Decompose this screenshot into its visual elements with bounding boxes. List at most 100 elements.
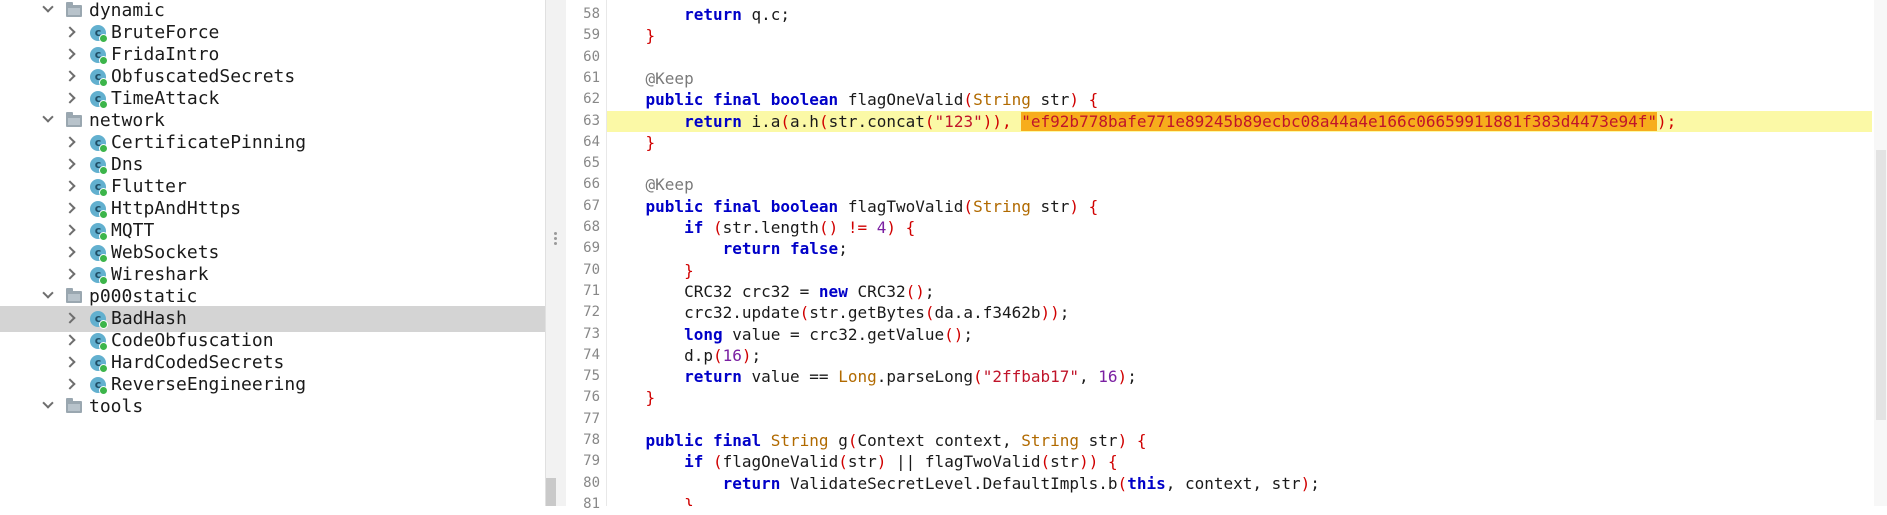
chevron-right-icon[interactable] <box>64 48 76 60</box>
code-line[interactable]: d.p(16); <box>607 345 1872 366</box>
chevron-right-icon[interactable] <box>64 180 76 192</box>
code-line[interactable]: return i.a(a.h(str.concat("123")), "ef92… <box>607 111 1872 132</box>
tree-item-network[interactable]: network <box>0 108 545 134</box>
chevron-down-icon[interactable] <box>42 111 54 123</box>
code-line[interactable]: } <box>607 132 1872 153</box>
code-line[interactable]: } <box>607 387 1872 408</box>
line-number: 70 <box>583 262 600 278</box>
code-line[interactable]: public final String g(Context context, S… <box>607 430 1872 451</box>
code-line[interactable]: } <box>607 494 1872 506</box>
chevron-right-icon[interactable] <box>64 224 76 236</box>
tree-item-tools[interactable]: tools <box>0 394 545 420</box>
code-line[interactable]: @Keep <box>607 68 1872 89</box>
divider-grip-icon[interactable] <box>554 232 557 235</box>
code-token <box>607 325 684 344</box>
code-token: return <box>722 474 781 493</box>
class-icon: c <box>90 157 108 175</box>
chevron-right-icon[interactable] <box>64 268 76 280</box>
line-number: 72 <box>583 304 600 320</box>
chevron-right-icon[interactable] <box>64 136 76 148</box>
chevron-right-icon[interactable] <box>64 378 76 390</box>
chevron-down-icon[interactable] <box>42 287 54 299</box>
editor-scrollbar[interactable] <box>1874 0 1887 506</box>
chevron-right-icon[interactable] <box>64 312 76 324</box>
tree-item-p000static[interactable]: p000static <box>0 284 545 310</box>
tree-scrollbar-thumb[interactable] <box>546 478 556 506</box>
code-token <box>703 218 713 237</box>
chevron-down-icon[interactable] <box>42 1 54 13</box>
code-token: ( <box>1117 474 1128 493</box>
access-dot-icon <box>99 232 108 241</box>
code-editor[interactable]: return q.c; } @Keep public final boolean… <box>607 0 1872 506</box>
chevron-right-icon[interactable] <box>64 158 76 170</box>
code-line[interactable]: public final boolean flagOneValid(String… <box>607 89 1872 110</box>
code-line[interactable]: public final boolean flagTwoValid(String… <box>607 196 1872 217</box>
code-line[interactable]: long value = crc32.getValue(); <box>607 324 1872 345</box>
chevron-right-icon[interactable] <box>64 246 76 258</box>
chevron-right-icon[interactable] <box>64 334 76 346</box>
code-token: ( <box>1040 452 1051 471</box>
line-number: 58 <box>583 6 600 22</box>
code-token <box>607 452 684 471</box>
tree-item-label: FridaIntro <box>111 44 220 65</box>
class-icon: c <box>90 201 108 219</box>
code-line[interactable]: return false; <box>607 238 1872 259</box>
code-line[interactable] <box>607 47 1872 68</box>
code-token: ; <box>963 325 974 344</box>
code-line[interactable]: crc32.update(str.getBytes(da.a.f3462b)); <box>607 302 1872 323</box>
code-token: () <box>944 325 964 344</box>
code-token: { <box>1107 452 1118 471</box>
code-token: ) <box>1117 367 1128 386</box>
code-line[interactable]: return ValidateSecretLevel.DefaultImpls.… <box>607 473 1872 494</box>
chevron-right-icon[interactable] <box>64 70 76 82</box>
class-icon: c <box>90 25 108 43</box>
code-token: str <box>1030 197 1070 216</box>
code-line[interactable]: CRC32 crc32 = new CRC32(); <box>607 281 1872 302</box>
code-line[interactable] <box>607 409 1872 430</box>
chevron-right-icon[interactable] <box>64 26 76 38</box>
code-token: g <box>828 431 848 450</box>
pane-divider[interactable] <box>545 0 566 506</box>
code-token: new <box>818 282 848 301</box>
code-line[interactable]: } <box>607 25 1872 46</box>
tree-item-label: p000static <box>89 286 198 307</box>
tree-item-dynamic[interactable]: dynamic <box>0 0 545 24</box>
code-line[interactable]: if (str.length() != 4) { <box>607 217 1872 238</box>
code-token <box>761 431 771 450</box>
code-line[interactable]: return value == Long.parseLong("2ffbab17… <box>607 366 1872 387</box>
editor-scrollbar-thumb[interactable] <box>1876 150 1886 420</box>
chevron-right-icon[interactable] <box>64 356 76 368</box>
code-line[interactable]: @Keep <box>607 174 1872 195</box>
tree-item-label: CodeObfuscation <box>111 330 274 351</box>
line-number: 65 <box>583 155 600 171</box>
chevron-right-icon[interactable] <box>64 202 76 214</box>
code-line[interactable]: if (flagOneValid(str) || flagTwoValid(st… <box>607 451 1872 472</box>
selected-hash-string: "ef92b778bafe771e89245b89ecbc08a44a4e166… <box>1021 112 1658 131</box>
code-line[interactable] <box>607 153 1872 174</box>
code-line[interactable]: } <box>607 260 1872 281</box>
access-dot-icon <box>99 254 108 263</box>
chevron-right-icon[interactable] <box>64 92 76 104</box>
code-token <box>607 69 646 88</box>
code-line[interactable]: return q.c; <box>607 4 1872 25</box>
code-token: da.a.f3462b <box>934 303 1041 322</box>
code-token: != <box>847 218 868 237</box>
chevron-down-icon[interactable] <box>42 397 54 409</box>
line-number: 76 <box>583 389 600 405</box>
